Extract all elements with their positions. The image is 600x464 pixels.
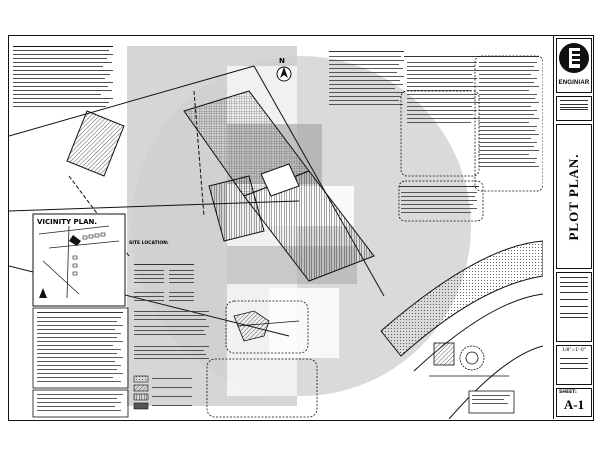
sheet-number-cell: SHEET: A-1 — [556, 388, 592, 417]
drawing-sheet: N VICINITY PLAN. SITE LOCATION: — [8, 35, 594, 421]
vicinity-plan-title: VICINITY PLAN. — [37, 218, 97, 226]
plot-plan-drawing: N VICINITY PLAN. SITE LOCATION: — [8, 46, 544, 420]
tree-planting-detail — [429, 342, 515, 414]
firm-name: ENGINIAR — [558, 80, 590, 86]
bottom-left-notes — [32, 307, 129, 418]
scale-cell: 1/8"=1'-0" — [556, 345, 592, 385]
firm-logo-icon — [559, 43, 589, 73]
vicinity-plan — [32, 213, 126, 307]
right-notes — [329, 51, 539, 213]
general-notes-block — [13, 46, 113, 107]
scale-value: 1/8"=1'-0" — [562, 348, 586, 353]
main-building — [183, 90, 375, 282]
sheet-number: A-1 — [563, 397, 585, 412]
north-arrow — [276, 66, 292, 82]
firm-address-cell — [556, 96, 592, 121]
drawing-area: N VICINITY PLAN. SITE LOCATION: — [8, 36, 544, 420]
site-location-label: SITE LOCATION: — [129, 240, 169, 246]
drawing-title: PLOT PLAN. — [566, 152, 581, 241]
project-info-cell — [556, 272, 592, 342]
north-arrow-label: N — [279, 57, 285, 65]
neighbor-building — [66, 110, 125, 177]
road — [380, 240, 544, 420]
legend — [133, 375, 192, 410]
sheet-label: SHEET: — [559, 390, 577, 395]
wall-detail — [233, 310, 300, 342]
firm-logo-cell: ENGINIAR — [556, 38, 592, 93]
drawing-title-cell: PLOT PLAN. — [556, 124, 592, 269]
site-data-table — [134, 264, 209, 359]
title-block: ENGINIAR PLOT PLAN. 1/8"=1'-0" — [553, 36, 594, 419]
